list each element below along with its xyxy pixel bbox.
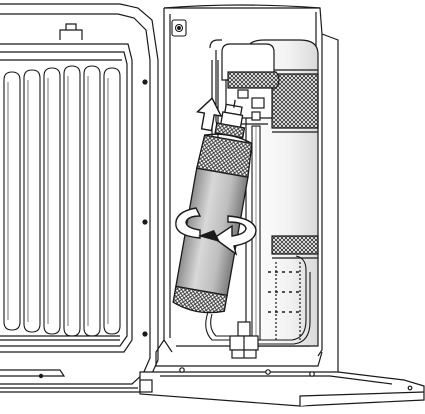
- mounting-bracket: [171, 19, 187, 37]
- vent-slots: [268, 271, 300, 313]
- base-tray: [139, 367, 425, 407]
- rotate-arrow-icon: [175, 207, 257, 256]
- water-tubing: [205, 255, 311, 345]
- door-grille: [3, 65, 121, 337]
- arrow-up-icon: [195, 97, 223, 132]
- valve-fitting: [229, 321, 259, 359]
